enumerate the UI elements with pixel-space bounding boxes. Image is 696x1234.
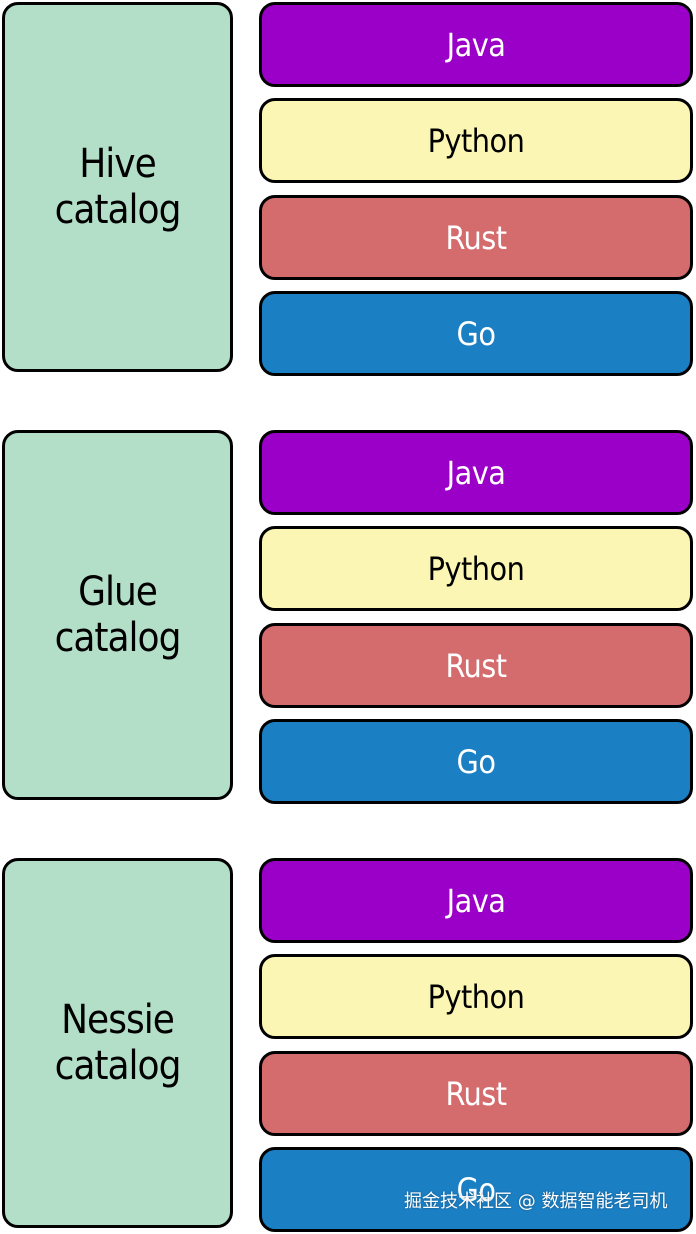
glue-catalog-label: Glue catalog bbox=[54, 569, 182, 661]
nessie-rust-box: Rust bbox=[259, 1051, 693, 1136]
glue-rust-box: Rust bbox=[259, 623, 693, 708]
glue-java-box: Java bbox=[259, 430, 693, 515]
hive-go-box: Go bbox=[259, 291, 693, 376]
hive-python-box: Python bbox=[259, 98, 693, 183]
hive-catalog-group: Hive catalog Java Python Rust Go bbox=[0, 0, 696, 376]
hive-java-box: Java bbox=[259, 2, 693, 87]
watermark-text: 掘金技术社区 @ 数据智能老司机 bbox=[404, 1191, 668, 1212]
nessie-java-box: Java bbox=[259, 858, 693, 943]
nessie-catalog-box: Nessie catalog bbox=[2, 858, 233, 1228]
nessie-go-box: Go bbox=[259, 1147, 693, 1232]
nessie-catalog-group: Nessie catalog Java Python Rust Go bbox=[0, 856, 696, 1232]
nessie-catalog-label: Nessie catalog bbox=[54, 997, 182, 1089]
nessie-python-box: Python bbox=[259, 954, 693, 1039]
glue-python-box: Python bbox=[259, 526, 693, 611]
glue-catalog-box: Glue catalog bbox=[2, 430, 233, 800]
glue-go-box: Go bbox=[259, 719, 693, 804]
glue-catalog-group: Glue catalog Java Python Rust Go bbox=[0, 428, 696, 804]
hive-rust-box: Rust bbox=[259, 195, 693, 280]
hive-catalog-label: Hive catalog bbox=[54, 141, 182, 233]
hive-catalog-box: Hive catalog bbox=[2, 2, 233, 372]
